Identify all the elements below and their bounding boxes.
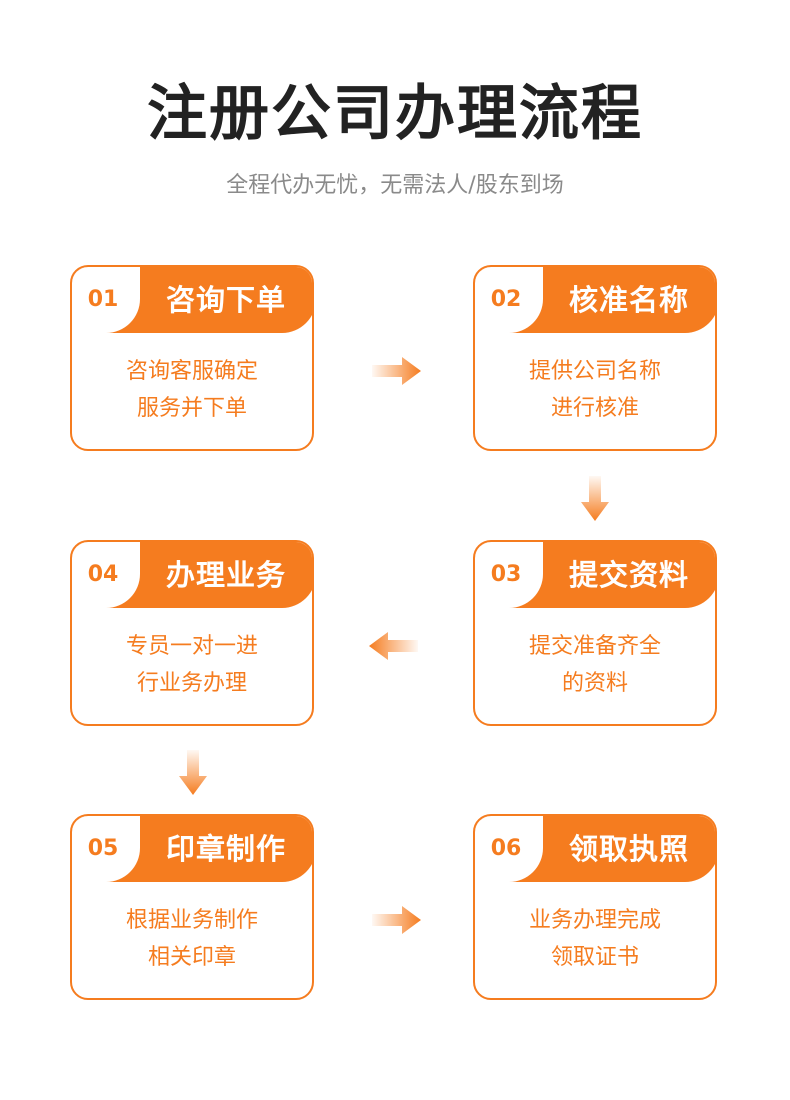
page-title: 注册公司办理流程 (147, 79, 643, 149)
step-number: 05 (72, 816, 140, 882)
step-description-line: 业务办理完成 (528, 908, 661, 933)
step-card-03: 03 提交资料 提交准备齐全 的资料 (473, 540, 717, 726)
step-title: 印章制作 (165, 832, 286, 866)
step-number: 04 (72, 542, 140, 608)
step-description: 提供公司名称 进行核准 (475, 353, 715, 427)
step-number: 01 (72, 267, 140, 333)
step-description-line: 服务并下单 (136, 396, 247, 421)
step-description: 咨询客服确定 服务并下单 (72, 353, 312, 427)
step-description-line: 咨询客服确定 (125, 359, 258, 384)
step-card-04: 04 办理业务 专员一对一进 行业务办理 (70, 540, 314, 726)
step-title: 办理业务 (165, 558, 286, 592)
arrow-right-icon (372, 906, 421, 934)
step-description-line: 相关印章 (147, 945, 236, 970)
step-description-line: 进行核准 (550, 396, 639, 421)
step-description: 提交准备齐全 的资料 (475, 628, 715, 702)
arrow-down-icon (581, 476, 609, 521)
step-header: 02 核准名称 (475, 267, 715, 333)
arrow-down-icon (179, 750, 207, 795)
arrow-left-icon (369, 632, 418, 660)
step-description-line: 的资料 (561, 671, 628, 696)
step-card-02: 02 核准名称 提供公司名称 进行核准 (473, 265, 717, 451)
step-header: 06 领取执照 (475, 816, 715, 882)
step-description-line: 提交准备齐全 (528, 634, 661, 659)
step-number: 06 (475, 816, 543, 882)
step-description-line: 专员一对一进 (125, 634, 258, 659)
step-title: 咨询下单 (165, 283, 286, 317)
page-subtitle: 全程代办无忧，无需法人/股东到场 (226, 173, 564, 198)
step-description-line: 根据业务制作 (125, 908, 258, 933)
step-title: 领取执照 (568, 832, 689, 866)
step-card-01: 01 咨询下单 咨询客服确定 服务并下单 (70, 265, 314, 451)
arrow-right-icon (372, 357, 421, 385)
step-card-05: 05 印章制作 根据业务制作 相关印章 (70, 814, 314, 1000)
step-header: 04 办理业务 (72, 542, 312, 608)
step-description-line: 领取证书 (550, 945, 639, 970)
step-card-06: 06 领取执照 业务办理完成 领取证书 (473, 814, 717, 1000)
step-description: 业务办理完成 领取证书 (475, 902, 715, 976)
step-header: 03 提交资料 (475, 542, 715, 608)
step-description: 根据业务制作 相关印章 (72, 902, 312, 976)
step-header: 05 印章制作 (72, 816, 312, 882)
step-number: 02 (475, 267, 543, 333)
step-header: 01 咨询下单 (72, 267, 312, 333)
step-title: 提交资料 (568, 558, 689, 592)
step-description: 专员一对一进 行业务办理 (72, 628, 312, 702)
step-title: 核准名称 (568, 283, 689, 317)
step-number: 03 (475, 542, 543, 608)
step-description-line: 提供公司名称 (528, 359, 661, 384)
step-description-line: 行业务办理 (136, 671, 247, 696)
